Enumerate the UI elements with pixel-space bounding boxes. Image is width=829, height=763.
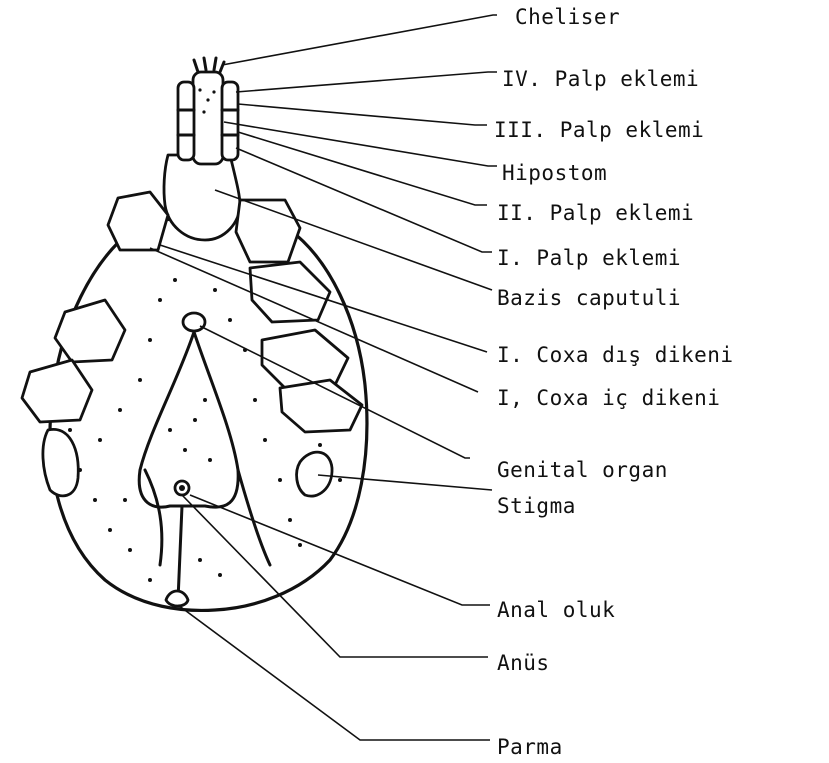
basis-capituli-shape	[164, 155, 240, 240]
label-parma: Parma	[497, 735, 563, 759]
leader-palp-iv	[236, 72, 497, 92]
label-palp-i: I. Palp eklemi	[497, 246, 681, 270]
label-palp-iv: IV. Palp eklemi	[502, 67, 699, 91]
cheliser-shape	[194, 58, 224, 72]
leader-palp-iii	[238, 104, 487, 125]
label-bazis: Bazis caputuli	[497, 286, 681, 310]
genital-opening	[183, 313, 205, 331]
label-palp-iii: III. Palp eklemi	[494, 118, 704, 142]
label-cheliser: Cheliser	[515, 5, 620, 29]
leader-parma	[178, 605, 490, 740]
label-hipostom: Hipostom	[502, 161, 607, 185]
leader-cheliser	[222, 15, 497, 65]
label-stigma: Stigma	[497, 494, 576, 518]
label-anus: Anüs	[497, 651, 550, 675]
hipostom-shape	[193, 72, 223, 164]
palp-left	[178, 82, 194, 160]
label-coxa-dis: I. Coxa dış dikeni	[497, 343, 734, 367]
parma-shape	[166, 591, 188, 606]
label-palp-ii: II. Palp eklemi	[497, 201, 694, 225]
label-coxa-ic: I, Coxa iç dikeni	[497, 386, 720, 410]
label-anal-oluk: Anal oluk	[497, 598, 615, 622]
label-genital: Genital organ	[497, 458, 668, 482]
palp-right	[222, 82, 238, 160]
coxa-1-left	[108, 192, 168, 250]
spiracle-plate	[297, 452, 332, 496]
anus-inner	[179, 485, 185, 491]
leader-palp-ii	[238, 132, 487, 205]
